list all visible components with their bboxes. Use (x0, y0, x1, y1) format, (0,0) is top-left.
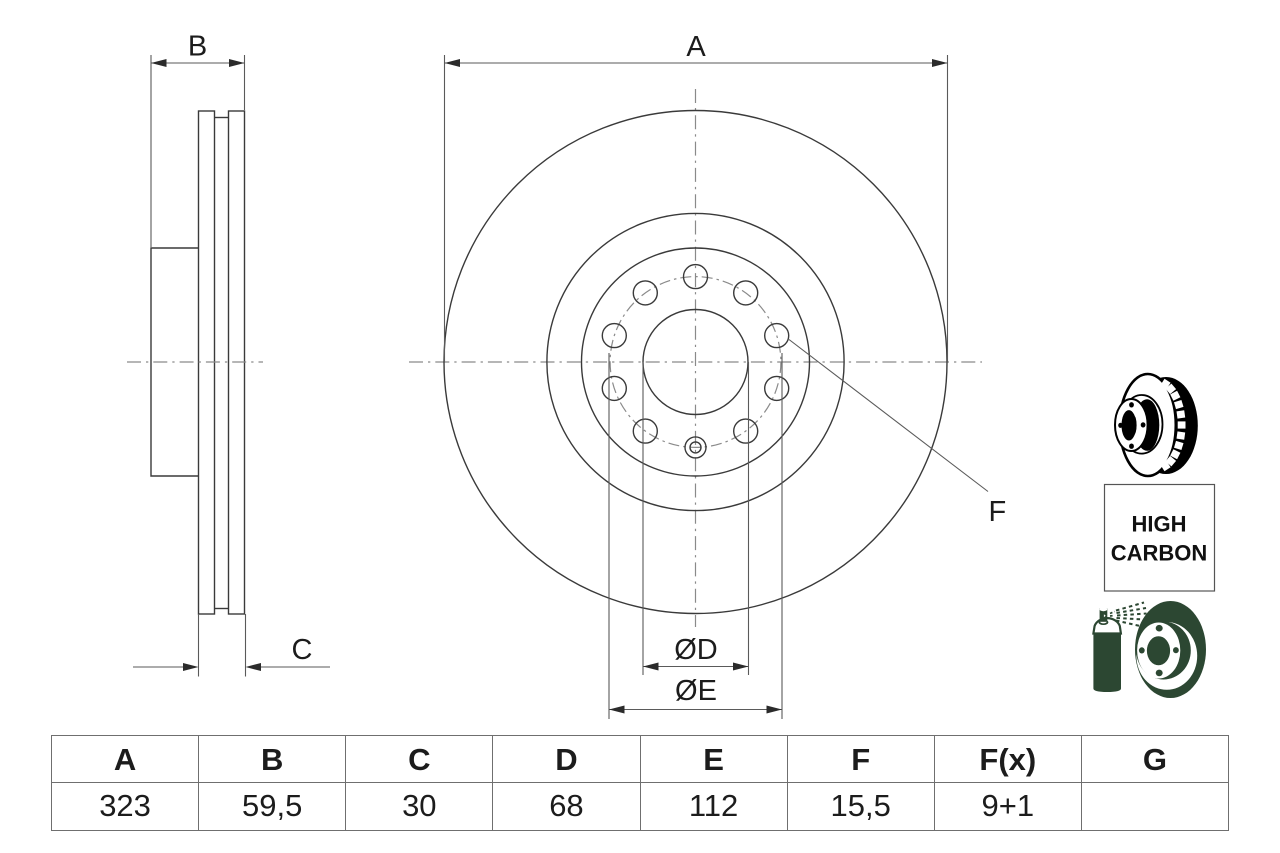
svg-text:CARBON: CARBON (1111, 541, 1208, 566)
svg-text:HIGH: HIGH (1132, 512, 1187, 537)
svg-text:ØD: ØD (674, 634, 718, 666)
svg-text:ØE: ØE (675, 675, 717, 707)
svg-text:C: C (292, 634, 313, 666)
svg-text:A: A (686, 31, 706, 63)
svg-text:B: B (188, 31, 207, 63)
svg-text:F: F (989, 496, 1007, 528)
